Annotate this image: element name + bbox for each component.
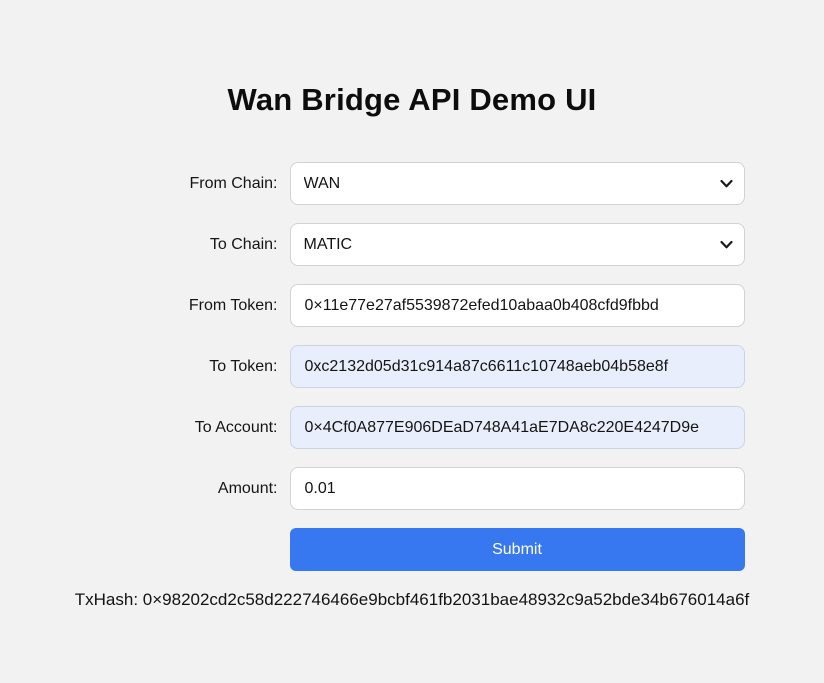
from-chain-label: From Chain:: [189, 174, 278, 192]
from-chain-select[interactable]: WAN: [289, 162, 745, 205]
to-chain-select-wrap: MATIC: [289, 223, 745, 266]
form-row-from-chain: From Chain: WAN: [80, 162, 745, 205]
bridge-form: From Chain: WAN To Chain: MATIC From Tok…: [80, 162, 745, 571]
page-title: Wan Bridge API Demo UI: [227, 82, 597, 117]
amount-input-wrap: [289, 467, 745, 510]
amount-label: Amount:: [217, 479, 278, 497]
submit-button[interactable]: Submit: [289, 528, 745, 571]
from-token-label: From Token:: [188, 296, 278, 314]
to-chain-label: To Chain:: [209, 235, 278, 253]
txhash-label: TxHash:: [74, 590, 139, 609]
to-account-input-wrap: [289, 406, 745, 449]
submit-row: Submit: [80, 528, 745, 571]
to-token-input-wrap: [289, 345, 745, 388]
txhash-value: 0×98202cd2c58d222746466e9bcbf461fb2031ba…: [142, 590, 750, 609]
form-row-to-account: To Account:: [80, 406, 745, 449]
from-chain-select-wrap: WAN: [289, 162, 745, 205]
form-row-amount: Amount:: [80, 467, 745, 510]
from-token-input[interactable]: [289, 284, 745, 327]
form-row-to-chain: To Chain: MATIC: [80, 223, 745, 266]
to-token-input: [289, 345, 745, 388]
to-account-label: To Account:: [194, 418, 278, 436]
to-token-label: To Token:: [209, 357, 278, 375]
amount-input[interactable]: [289, 467, 745, 510]
txhash-line: TxHash: 0×98202cd2c58d222746466e9bcbf461…: [0, 590, 824, 610]
to-account-input: [289, 406, 745, 449]
from-token-input-wrap: [289, 284, 745, 327]
form-row-from-token: From Token:: [80, 284, 745, 327]
form-row-to-token: To Token:: [80, 345, 745, 388]
to-chain-select[interactable]: MATIC: [289, 223, 745, 266]
